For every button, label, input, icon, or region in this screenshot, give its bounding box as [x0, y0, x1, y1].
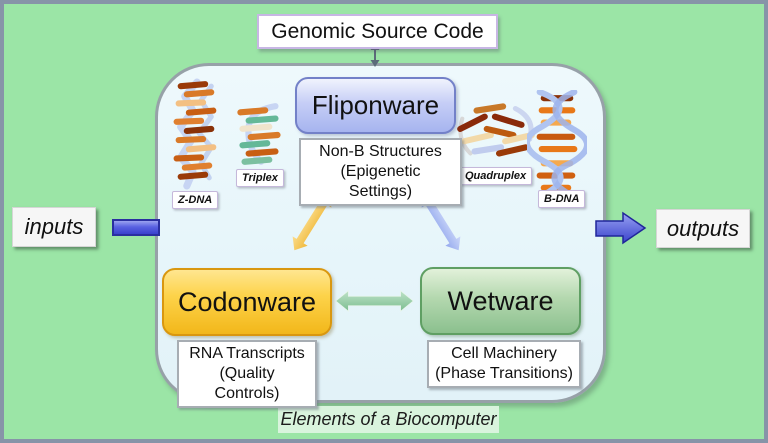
- quadruplex-label: Quadruplex: [459, 167, 533, 185]
- fliponware-wetware-arrow-icon: [409, 185, 472, 260]
- inputs-label-box: inputs: [12, 207, 96, 247]
- genomic-source-code-box: Genomic Source Code: [257, 14, 498, 49]
- codonware-label: Codonware: [177, 286, 317, 317]
- fliponware-note: Non-B Structures (Epigenetic Settings): [299, 138, 462, 206]
- diagram-caption: Elements of a Biocomputer: [278, 406, 499, 433]
- codonware-fliponware-arrow-icon: [280, 185, 343, 260]
- codonware-note: RNA Transcripts (Quality Controls): [177, 340, 317, 408]
- codonware-box: Codonware: [162, 268, 332, 336]
- b-dna-structure-image: [527, 90, 587, 202]
- input-arrow-bar: [112, 219, 160, 236]
- wetware-box: Wetware: [420, 267, 581, 335]
- triplex-label: Triplex: [236, 169, 284, 187]
- triplex-structure-image: [234, 100, 286, 170]
- codonware-wetware-arrow-icon: [335, 288, 414, 314]
- genomic-source-code-label: Genomic Source Code: [271, 19, 484, 43]
- output-arrow-icon: [595, 210, 647, 246]
- fliponware-label: Fliponware: [311, 90, 440, 120]
- wetware-note: Cell Machinery (Phase Transitions): [427, 340, 581, 388]
- z-dna-structure-image: [166, 76, 228, 190]
- wetware-label: Wetware: [447, 285, 554, 316]
- outputs-label-box: outputs: [656, 209, 750, 248]
- b-dna-label: B-DNA: [538, 190, 586, 208]
- fliponware-box: Fliponware: [295, 77, 456, 134]
- z-dna-label: Z-DNA: [172, 191, 219, 209]
